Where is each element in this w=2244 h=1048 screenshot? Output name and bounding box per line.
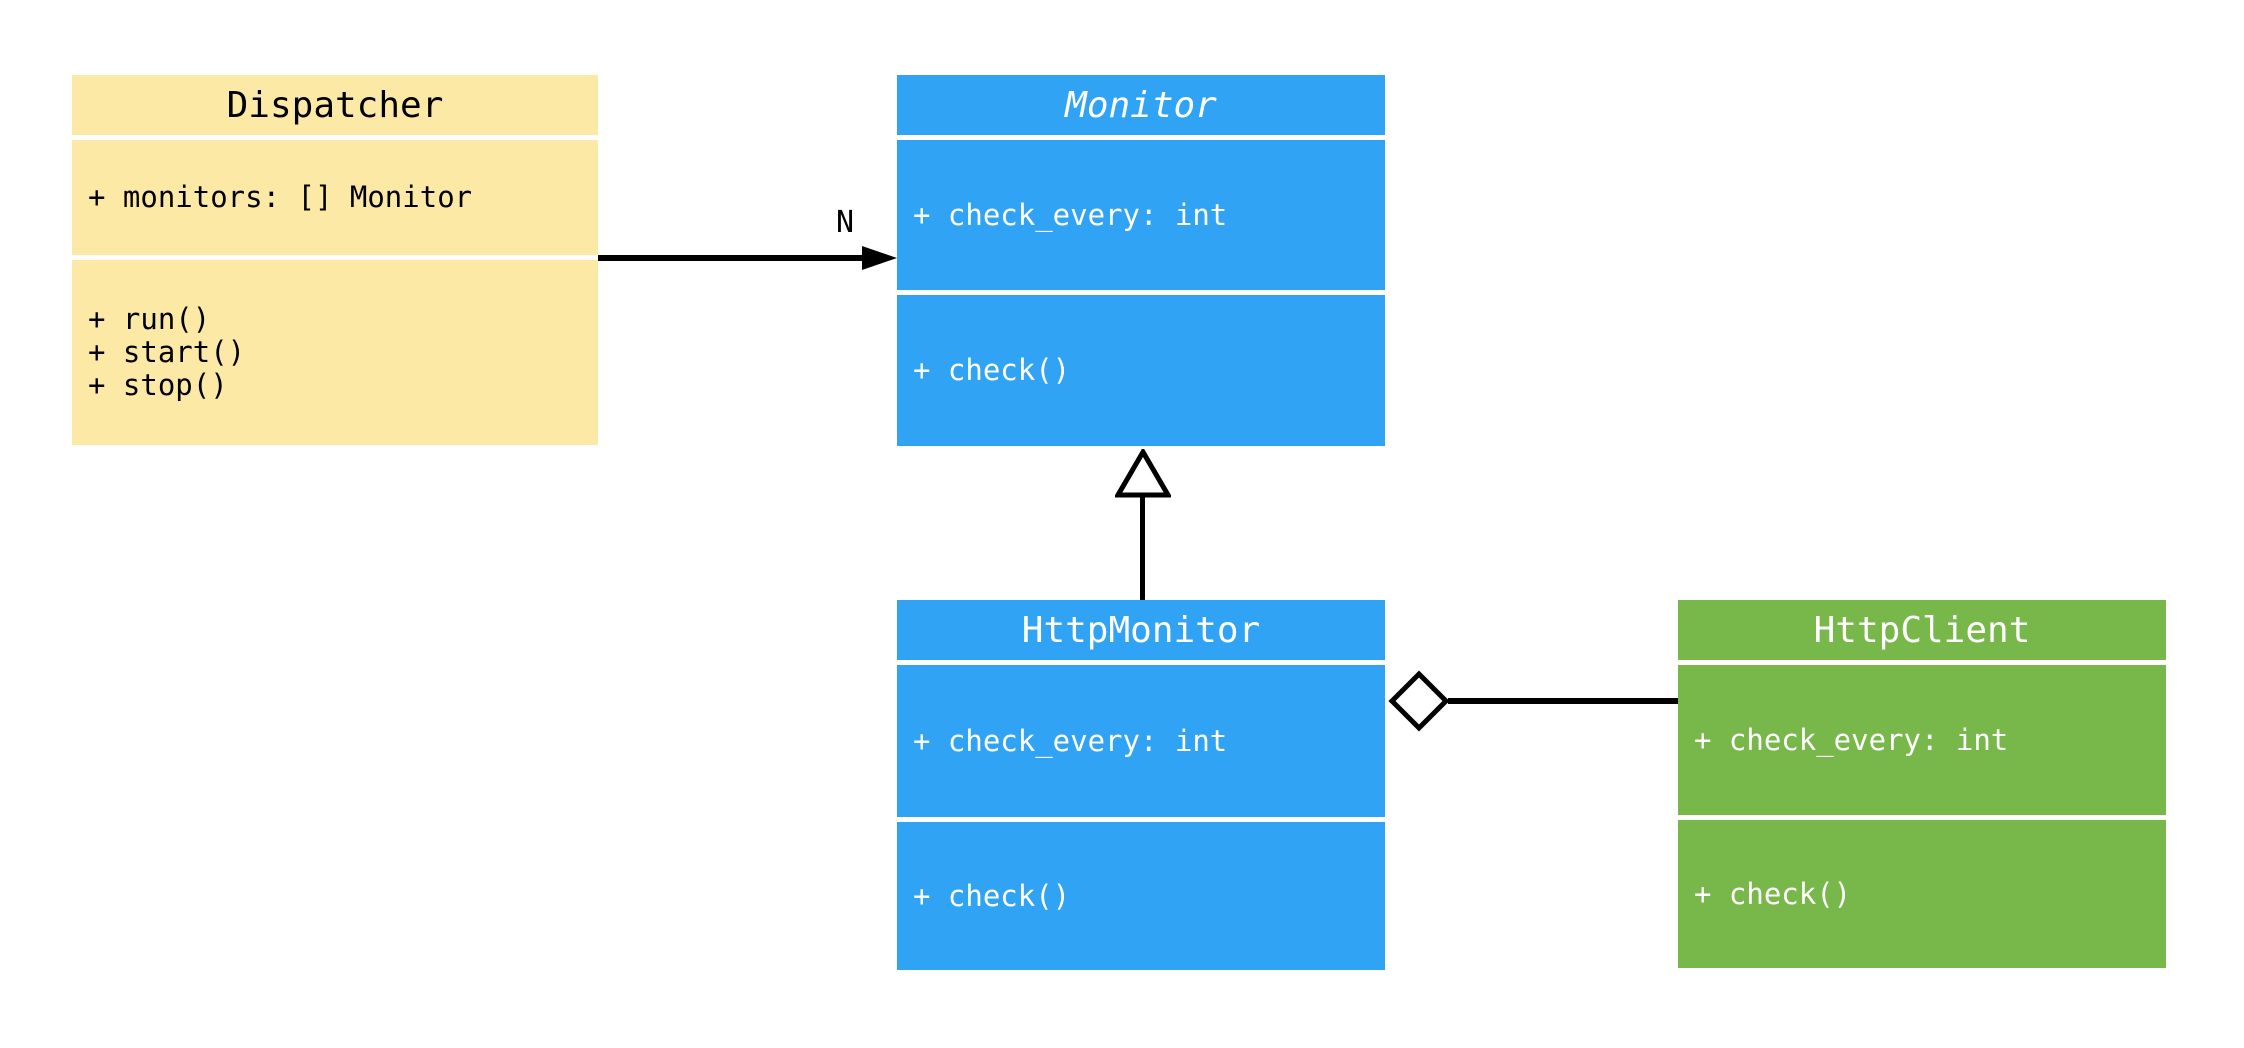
attribute-line: + check_every: int [913,723,1228,758]
filled-arrowhead-icon [862,246,897,270]
class-title-monitor: Monitor [897,75,1385,135]
method-line: + check() [913,878,1071,913]
attributes-compartment-monitor: + check_every: int [897,140,1385,290]
method-line: + check() [913,353,1071,387]
multiplicity-label: N [835,205,855,240]
method-line: + stop() [88,368,228,402]
attribute-line: + monitors: [] Monitor [88,180,473,214]
methods-compartment-http-client: + check() [1678,820,2166,968]
methods-compartment-http-monitor: + check() [897,822,1385,970]
method-line: + start() [88,335,246,369]
aggregation-line [1448,698,1678,704]
attribute-line: + check_every: int [913,197,1228,232]
inheritance-line [1140,493,1145,600]
method-line: + run() [88,302,211,336]
class-box-http-client: HttpClient + check_every: int + check() [1678,600,2166,968]
class-title-dispatcher: Dispatcher [72,75,598,135]
class-box-monitor: Monitor + check_every: int + check() [897,75,1385,446]
method-line: + check() [1694,876,1852,911]
hollow-triangle-icon [1115,449,1171,498]
association-line [598,255,866,261]
class-box-http-monitor: HttpMonitor + check_every: int + check() [897,600,1385,970]
class-title-http-client: HttpClient [1678,600,2166,660]
attributes-compartment-http-client: + check_every: int [1678,665,2166,815]
methods-compartment-monitor: + check() [897,295,1385,446]
attribute-line: + check_every: int [1694,722,2009,757]
attributes-compartment-http-monitor: + check_every: int [897,665,1385,817]
class-title-http-monitor: HttpMonitor [897,600,1385,660]
methods-compartment-dispatcher: + run() + start() + stop() [72,260,598,445]
attributes-compartment-dispatcher: + monitors: [] Monitor [72,140,598,255]
class-box-dispatcher: Dispatcher + monitors: [] Monitor + run(… [72,75,598,445]
hollow-diamond-icon [1388,670,1450,732]
